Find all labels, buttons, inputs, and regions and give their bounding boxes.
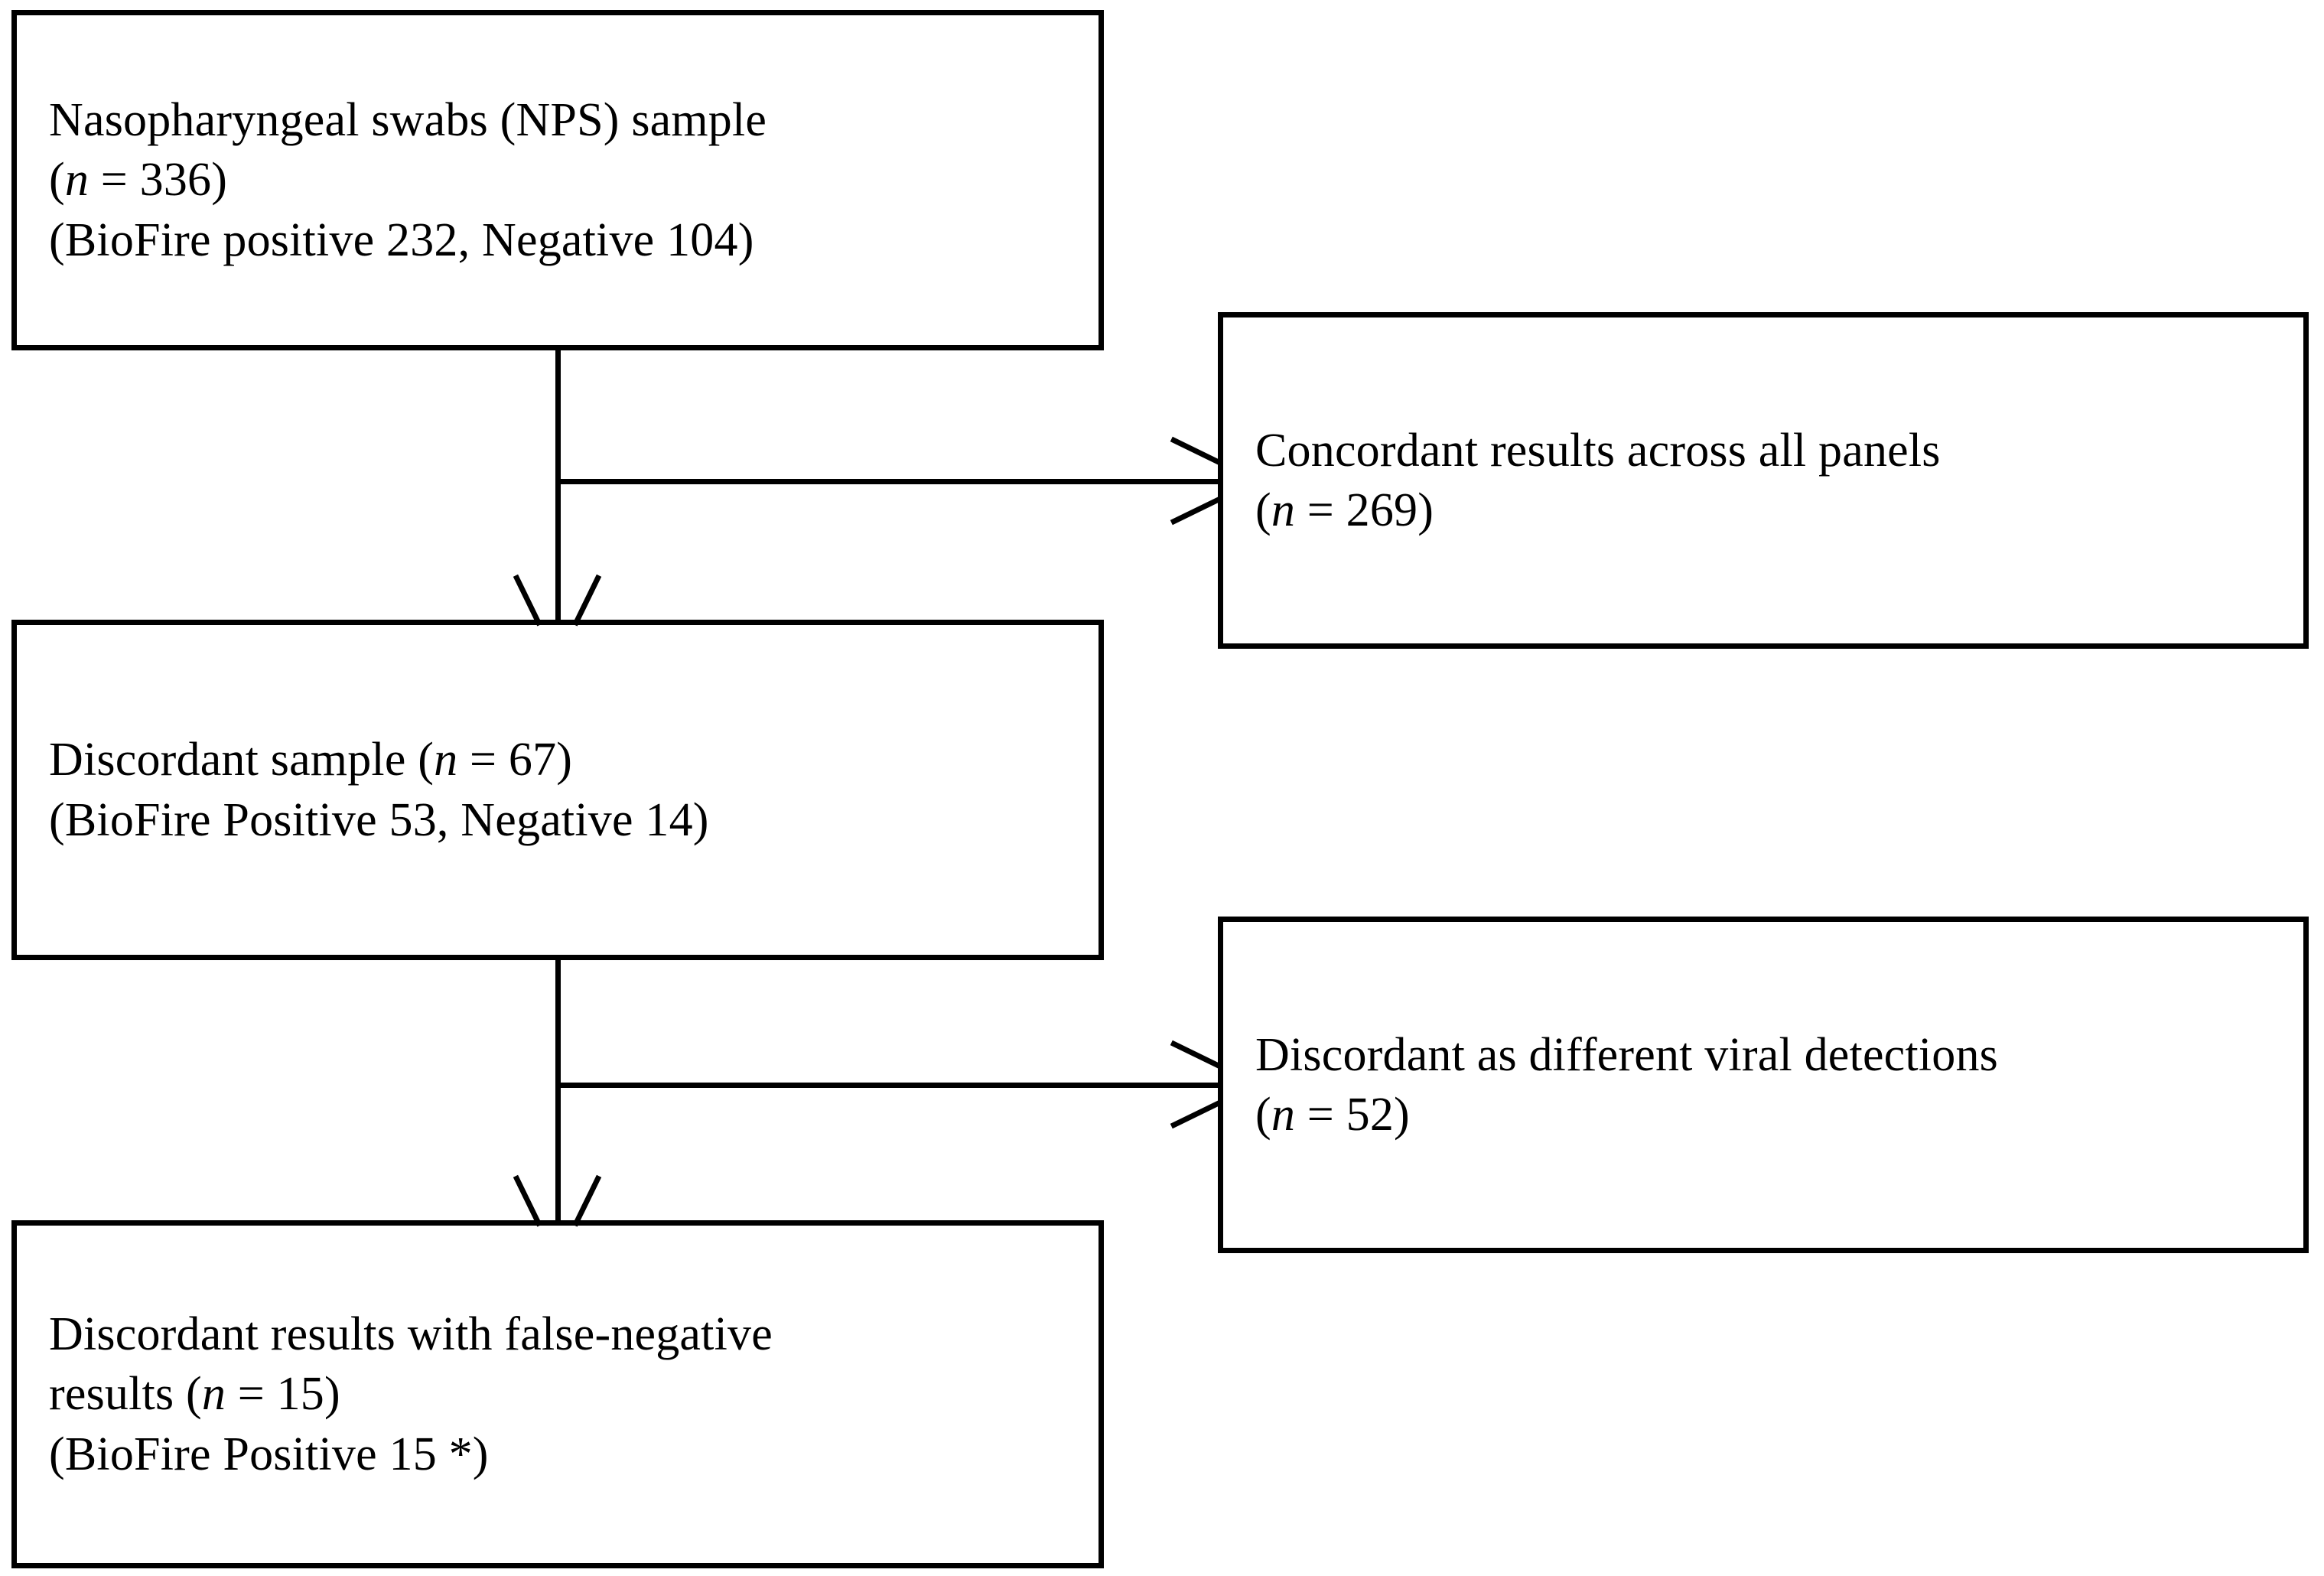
different-viral-line-1: Discordant as different viral detections xyxy=(1255,1028,1998,1081)
nasopharyngeal-swabs-node: Nasopharyngeal swabs (NPS) sample (n = 3… xyxy=(11,10,1104,350)
discordant-line-1-italic-n: n xyxy=(434,734,458,786)
arrowhead-right-to-different-viral xyxy=(1167,1040,1222,1129)
discordant-line-1-prefix: Discordant sample ( xyxy=(49,734,435,786)
arrowhead-left-barb xyxy=(513,574,542,627)
arrowhead-right-barb xyxy=(572,574,602,627)
concordant-line-2: (n = 269) xyxy=(1255,480,2271,540)
different-viral-line-2: (n = 52) xyxy=(1255,1085,2271,1145)
arrowhead-right-barb xyxy=(572,1174,602,1227)
different-viral-line-2-italic-n: n xyxy=(1271,1089,1296,1141)
concordant-line-2-prefix: ( xyxy=(1255,484,1271,536)
different-viral-line-2-suffix: = 52) xyxy=(1295,1089,1410,1141)
arrowhead-bottom-barb xyxy=(1170,496,1222,526)
discordant-line-1: Discordant sample (n = 67) xyxy=(49,730,1066,790)
false-negative-line-2-prefix: results ( xyxy=(49,1368,202,1421)
concordant-line-2-suffix: = 269) xyxy=(1295,484,1434,536)
discordant-false-negative-node: Discordant results with false-negative r… xyxy=(11,1220,1104,1568)
arrowhead-left-barb xyxy=(513,1174,542,1227)
nps-line-1: Nasopharyngeal swabs (NPS) sample xyxy=(49,94,767,147)
arrowhead-down-to-false-negative xyxy=(513,1172,602,1227)
edge-discordant-vertical-stem xyxy=(555,958,561,1223)
edge-concordant-horizontal-line xyxy=(555,479,1218,484)
edge-different-viral-horizontal-line xyxy=(555,1083,1218,1088)
different-viral-line-2-prefix: ( xyxy=(1255,1089,1271,1141)
arrowhead-right-to-concordant xyxy=(1167,436,1222,526)
nps-line-3: (BioFire positive 232, Negative 104) xyxy=(49,213,754,266)
arrowhead-top-barb xyxy=(1170,436,1222,466)
discordant-sample-node: Discordant sample (n = 67) (BioFire Posi… xyxy=(11,620,1104,960)
false-negative-line-1: Discordant results with false-negative xyxy=(49,1308,773,1361)
concordant-results-node: Concordant results across all panels (n … xyxy=(1218,312,2309,649)
arrowhead-bottom-barb xyxy=(1170,1099,1222,1129)
false-negative-line-2-suffix: = 15) xyxy=(226,1368,340,1421)
nps-line-2-prefix: ( xyxy=(49,154,65,207)
nps-line-2-suffix: = 336) xyxy=(89,154,228,207)
concordant-line-1: Concordant results across all panels xyxy=(1255,424,1941,477)
false-negative-line-3: (BioFire Positive 15 *) xyxy=(49,1428,489,1480)
discordant-line-2: (BioFire Positive 53, Negative 14) xyxy=(49,793,709,846)
concordant-line-2-italic-n: n xyxy=(1271,484,1296,536)
false-negative-line-2-italic-n: n xyxy=(201,1368,226,1421)
discordant-different-viral-detections-node: Discordant as different viral detections… xyxy=(1218,917,2309,1253)
nps-line-2: (n = 336) xyxy=(49,150,1066,210)
arrowhead-down-to-discordant xyxy=(513,571,602,627)
false-negative-line-2: results (n = 15) xyxy=(49,1364,1066,1424)
arrowhead-top-barb xyxy=(1170,1040,1222,1070)
nps-line-2-italic-n: n xyxy=(64,154,90,207)
discordant-line-1-suffix: = 67) xyxy=(457,734,573,786)
edge-nps-vertical-stem xyxy=(555,348,561,622)
